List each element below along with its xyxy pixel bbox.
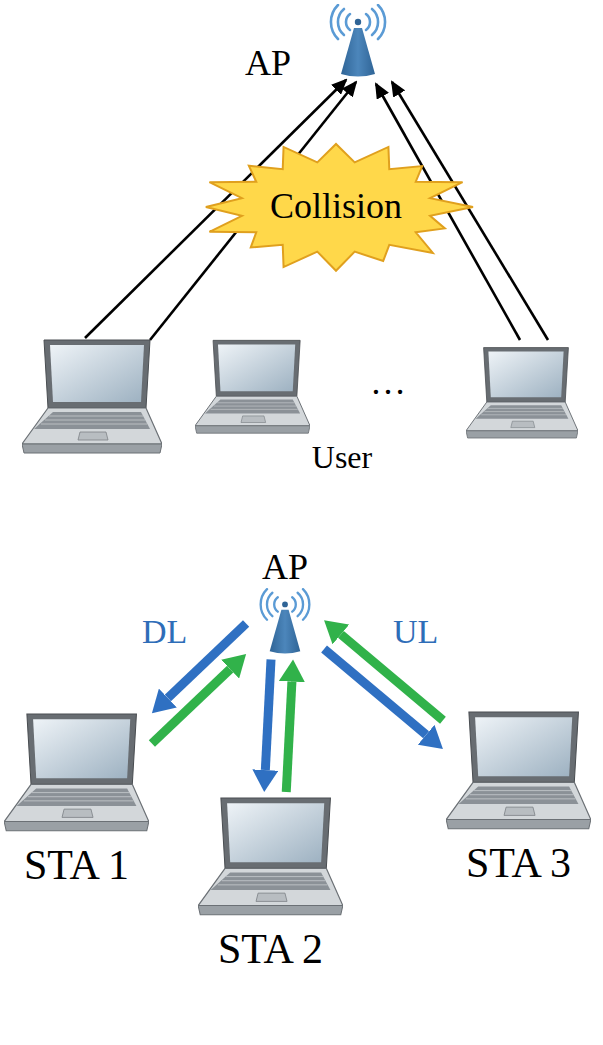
user-label: User (312, 440, 372, 475)
station-label: STA 2 (198, 926, 343, 972)
laptop-icon (4, 712, 149, 836)
user-laptop (22, 340, 162, 453)
access-point-icon (331, 5, 385, 77)
ap-label: AP (245, 44, 291, 84)
collision-label: Collision (270, 187, 402, 227)
downlink-arrow (265, 660, 271, 770)
laptop-icon (198, 796, 343, 920)
station-laptop: STA 1 (4, 712, 149, 888)
laptop-icon (446, 712, 591, 829)
ellipsis: … (370, 363, 406, 403)
user-laptop (466, 348, 578, 438)
station-label: STA 3 (446, 840, 591, 886)
collision-arrows (85, 80, 548, 340)
laptop-icon (4, 714, 149, 831)
ap-label: AP (249, 548, 321, 588)
link-direction-label: UL (390, 613, 441, 650)
user-laptop (195, 340, 310, 433)
station-laptop: STA 3 (446, 710, 591, 886)
laptop-icon (446, 710, 591, 834)
station-label: STA 1 (4, 842, 149, 888)
access-point: AP (249, 548, 321, 656)
collision-burst: Collision (196, 139, 476, 275)
uplink-arrow (152, 669, 230, 743)
antenna-icon (249, 588, 321, 656)
station-laptop: STA 2 (198, 796, 343, 972)
antenna-icon (261, 589, 310, 653)
link-direction-label: DL (139, 613, 190, 650)
collision-starburst (206, 144, 473, 271)
uplink-arrow (286, 682, 292, 792)
laptop-icon (198, 798, 343, 915)
